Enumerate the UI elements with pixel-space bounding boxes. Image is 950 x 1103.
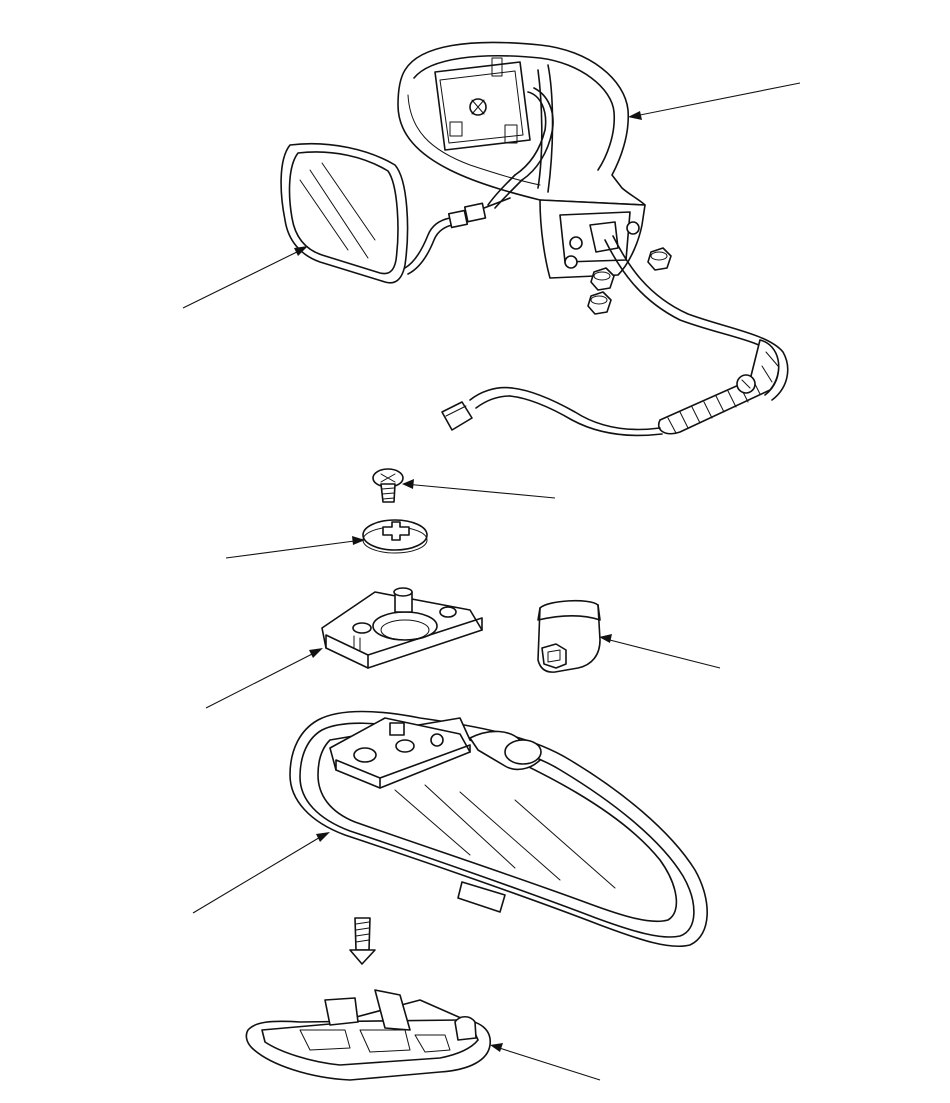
door-mirror-glass — [280, 142, 511, 284]
rearview-mirror-lower-cover — [245, 989, 491, 1081]
rearview-mirror — [289, 710, 708, 948]
mounting-nuts — [587, 247, 672, 315]
mounting-screw — [372, 468, 404, 503]
door-mirror-housing — [397, 41, 646, 279]
mirror-harness-connector — [441, 235, 789, 437]
rearview-mirror-base — [321, 587, 483, 669]
mirror-screw — [349, 917, 376, 965]
base-cover — [537, 599, 601, 673]
mounting-washer — [362, 519, 428, 554]
